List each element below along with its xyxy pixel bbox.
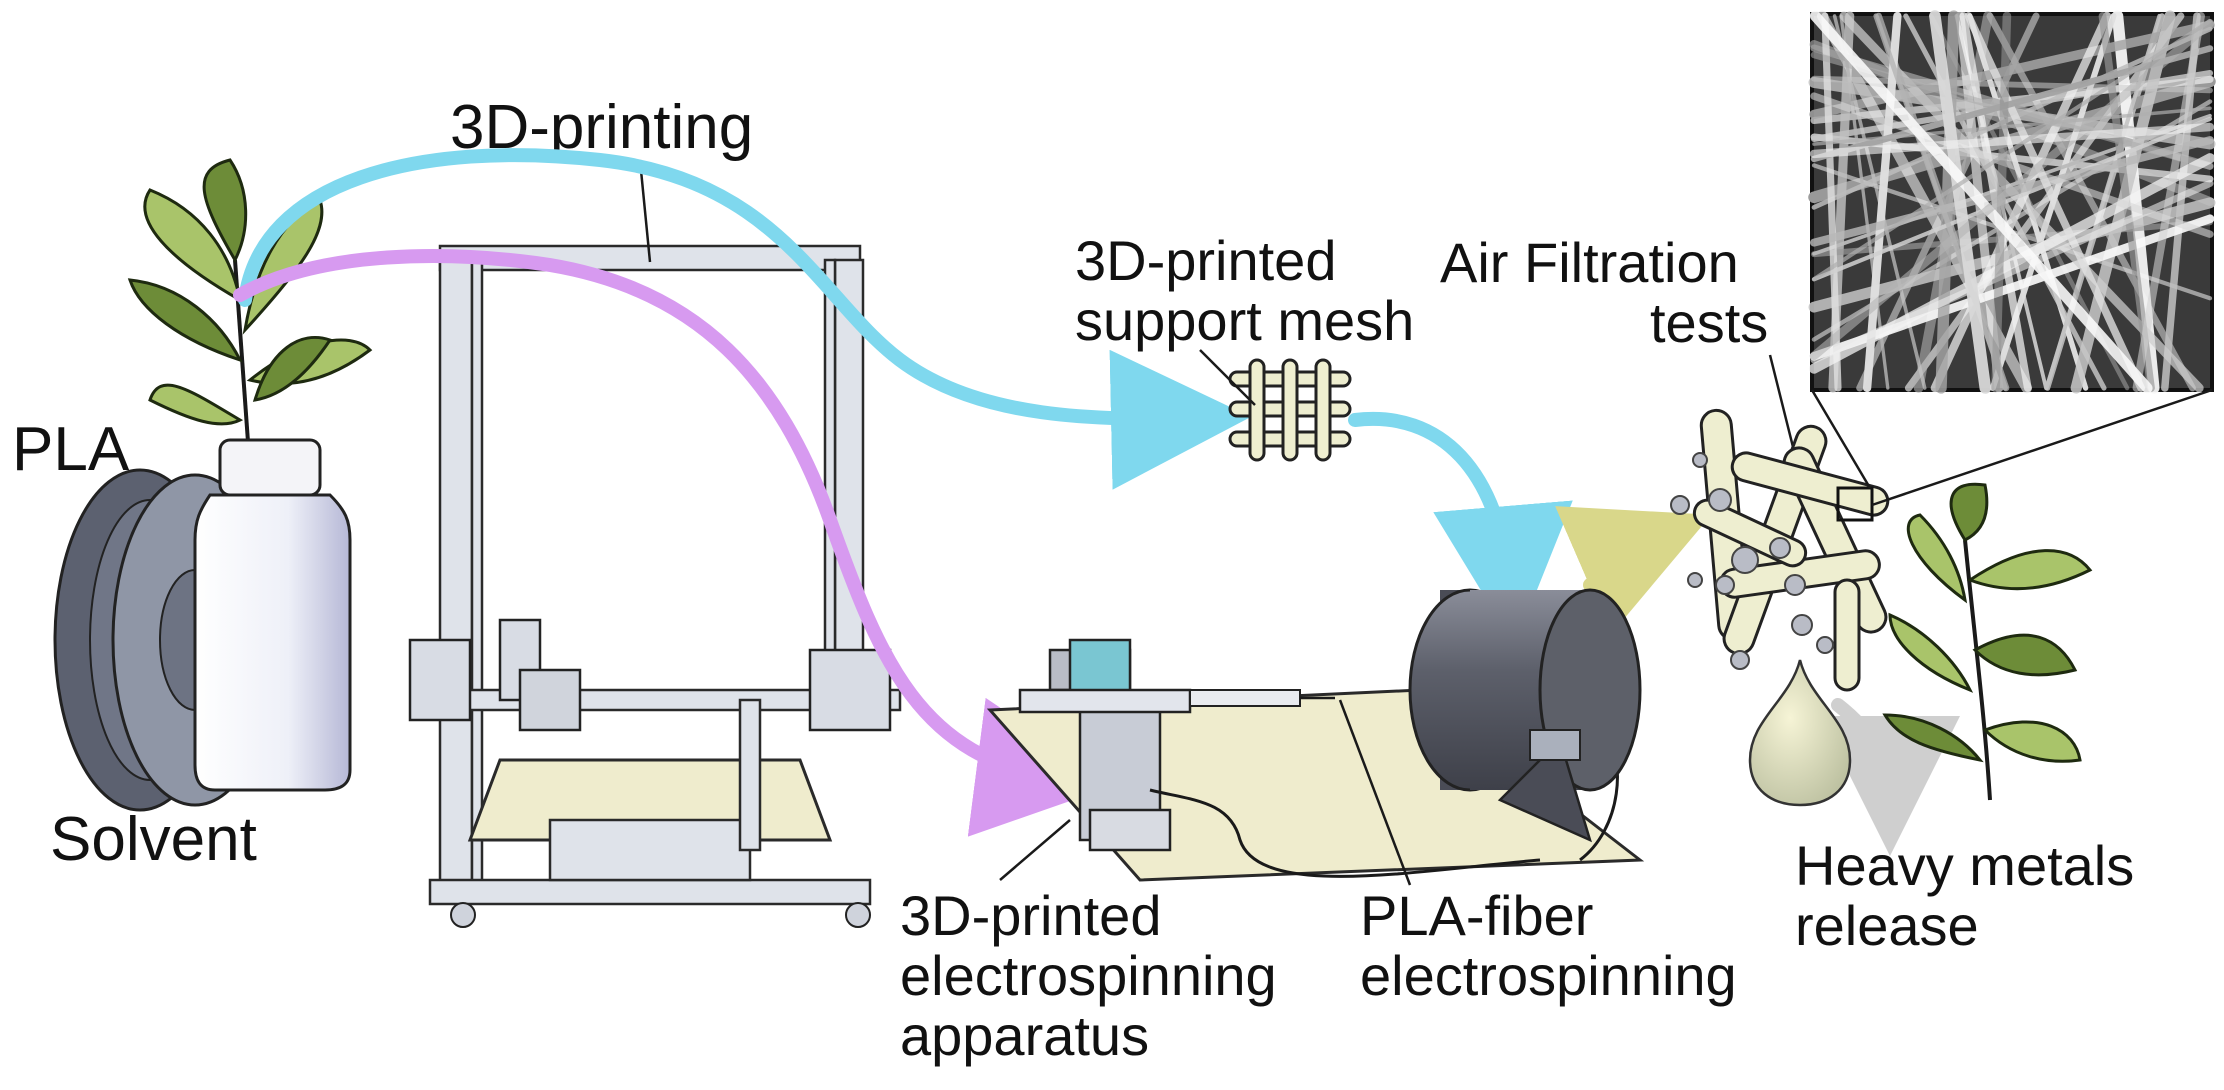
sem-fiber: [1935, 10, 1960, 394]
sem-fiber: [1930, 11, 2112, 393]
release-arrow: [1819, 698, 1960, 856]
sem-fiber: [1810, 92, 2214, 238]
air-filtration-label-line2: tests: [1650, 291, 1768, 354]
air-filtration-leader: [1768, 354, 1797, 456]
plant-icon: [127, 158, 373, 471]
sem-fiber: [2132, 12, 2205, 392]
sem-fiber: [1811, 116, 2213, 282]
sem-fiber: [1809, 18, 2215, 361]
apparatus-label-line3: apparatus: [900, 1004, 1149, 1067]
sem-fiber: [1821, 12, 1842, 392]
sem-fiber: [1873, 13, 2008, 391]
pla-label: PLA: [12, 415, 130, 484]
sem-fiber: [1986, 12, 2196, 392]
sem-fiber: [1862, 11, 1902, 393]
printing-arrow: [238, 148, 1251, 490]
filtration-arrow: [1555, 506, 1712, 635]
sem-fiber: [1809, 20, 2215, 120]
sem-leader-bottom: [1871, 388, 2213, 507]
heavy-metals-label-line1: Heavy metals: [1795, 834, 2134, 897]
air-filtration-label-line1: Air Filtration: [1440, 231, 1739, 294]
mesh-icon: [1228, 358, 1352, 462]
support-mesh-label-line1: 3D-printed: [1075, 229, 1336, 292]
sem-fiber: [1809, 10, 2153, 394]
support-mesh-label-line2: support mesh: [1075, 289, 1414, 352]
droplet-icon: [1748, 659, 1852, 807]
support-mesh-leader: [1199, 349, 1256, 406]
apparatus-label-line1: 3D-printed: [900, 884, 1161, 947]
sem-micrograph-image: [1808, 10, 2216, 394]
3d-printing-leader: [638, 159, 652, 263]
sem-leader-top: [1810, 389, 1872, 489]
sem-fiber: [1812, 106, 2212, 146]
fiber-leader: [1338, 699, 1412, 886]
drum-collector-icon: [1408, 588, 1642, 843]
apparatus-leader: [999, 819, 1071, 881]
fiber-label-line1: PLA-fiber: [1360, 884, 1593, 947]
plant-icon-right: [1882, 482, 2093, 801]
sem-fiber: [1810, 45, 2214, 163]
sem-fiber: [1811, 18, 2213, 282]
heavy-metals-label-line2: release: [1795, 894, 1979, 957]
3d-printer-icon: [408, 244, 902, 928]
mesh-to-drum-arrow: [1348, 411, 1573, 646]
sem-fiber: [1809, 122, 2215, 159]
sem-fiber: [1929, 10, 1992, 394]
sem-fiber: [1808, 197, 2216, 313]
bottle-icon: [193, 438, 352, 792]
sem-fiber: [1964, 12, 2145, 392]
fiber-label-line2: electrospinning: [1360, 944, 1737, 1007]
solvent-arrow: [233, 249, 1116, 837]
apparatus-label-line2: electrospinning: [900, 944, 1277, 1007]
particles: [1670, 452, 1834, 670]
solvent-label: Solvent: [50, 805, 257, 874]
